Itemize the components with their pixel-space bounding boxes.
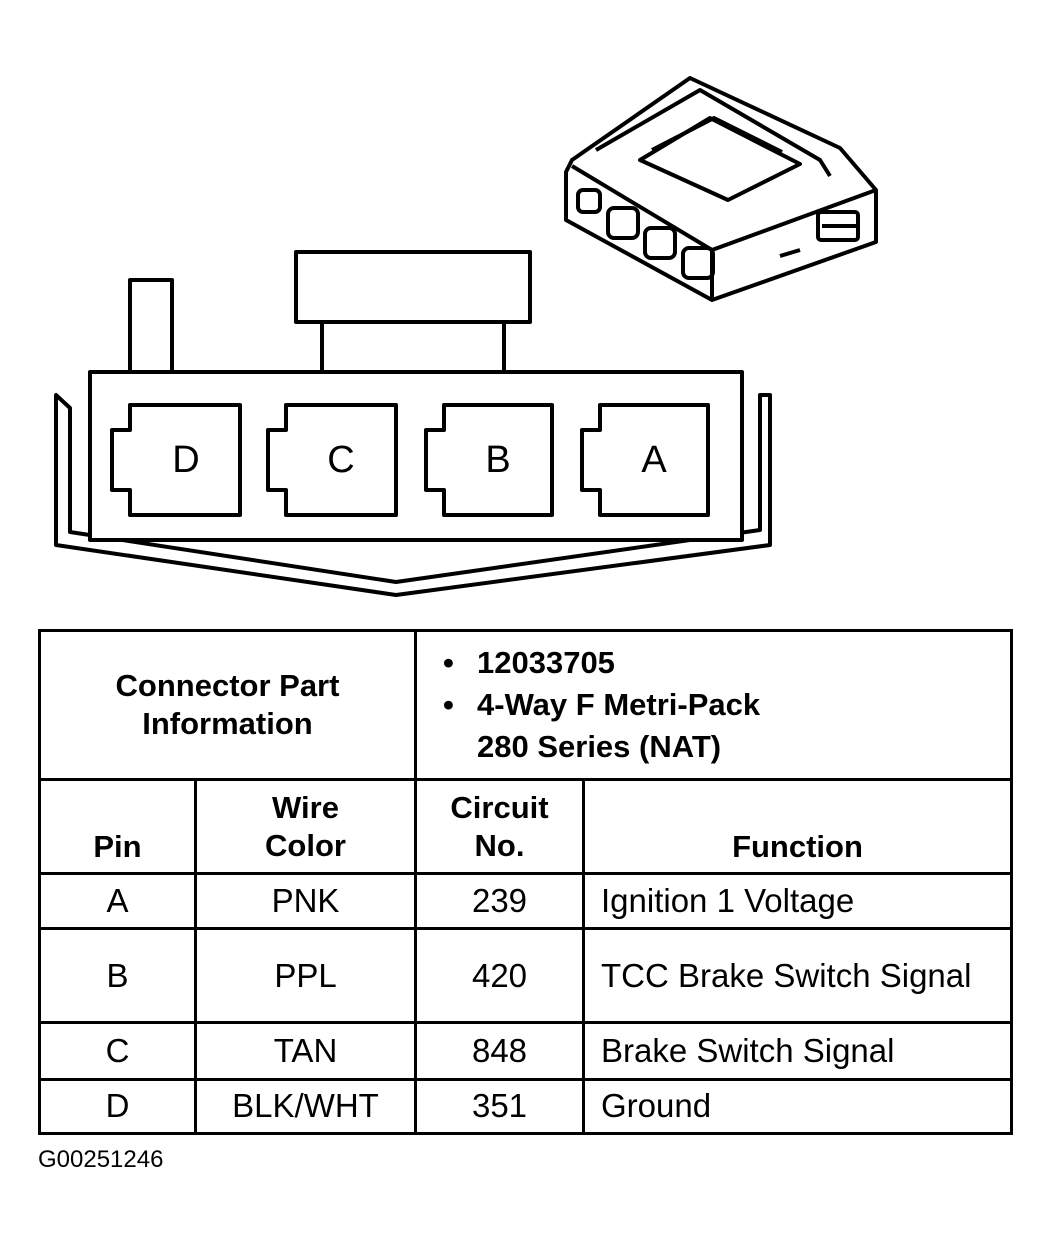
connector-isometric-view xyxy=(564,76,878,302)
connector-diagram: D C B A xyxy=(54,76,878,597)
connector-part-info-label: Connector Part Information xyxy=(38,629,417,781)
function-cell: Brake Switch Signal xyxy=(582,1021,1013,1081)
pin-cell: A xyxy=(38,872,197,930)
circuit-no-cell: 351 xyxy=(414,1077,585,1136)
pin-cell: D xyxy=(38,1077,197,1136)
pin-cell: C xyxy=(38,1021,197,1081)
wire-color-cell: TAN xyxy=(194,1021,417,1081)
function-cell: Ground xyxy=(582,1077,1013,1136)
part-description: 4-Way F Metri-Pack 280 Series (NAT) xyxy=(443,684,817,768)
pin-label-c: C xyxy=(327,439,354,481)
pin-label-a: A xyxy=(641,439,667,481)
cavity-c xyxy=(266,403,398,517)
pin-cell: B xyxy=(38,926,197,1025)
function-cell: Ignition 1 Voltage xyxy=(582,872,1013,930)
circuit-no-cell: 239 xyxy=(414,872,585,930)
header-circuit-no: Circuit No. xyxy=(414,777,585,876)
pin-label-b: B xyxy=(485,439,510,481)
table-row: C TAN 848 Brake Switch Signal xyxy=(38,1021,1013,1081)
connector-info-table: Connector Part Information 12033705 4-Wa… xyxy=(38,629,1013,1136)
wire-color-cell: BLK/WHT xyxy=(194,1077,417,1136)
function-cell: TCC Brake Switch Signal xyxy=(582,926,1013,1025)
table-row: A PNK 239 Ignition 1 Voltage xyxy=(38,872,1013,930)
figure-id: G00251246 xyxy=(38,1146,164,1173)
pin-label-d: D xyxy=(172,439,199,481)
circuit-no-cell: 848 xyxy=(414,1021,585,1081)
connector-part-info-value: 12033705 4-Way F Metri-Pack 280 Series (… xyxy=(414,629,1013,781)
table-row: B PPL 420 TCC Brake Switch Signal xyxy=(38,926,1013,1025)
cavity-a xyxy=(580,403,710,517)
header-wire-color: Wire Color xyxy=(194,777,417,876)
wire-color-cell: PNK xyxy=(194,872,417,930)
cavity-d xyxy=(110,403,242,517)
part-number: 12033705 xyxy=(443,642,1010,684)
table-row: D BLK/WHT 351 Ground xyxy=(38,1077,1013,1136)
cavity-b xyxy=(424,403,554,517)
header-row: Pin Wire Color Circuit No. Function xyxy=(38,777,1013,876)
header-pin: Pin xyxy=(38,777,197,876)
wire-color-cell: PPL xyxy=(194,926,417,1025)
part-info-row: Connector Part Information 12033705 4-Wa… xyxy=(38,629,1013,781)
header-function: Function xyxy=(582,777,1013,876)
circuit-no-cell: 420 xyxy=(414,926,585,1025)
connector-front-view xyxy=(54,250,772,597)
